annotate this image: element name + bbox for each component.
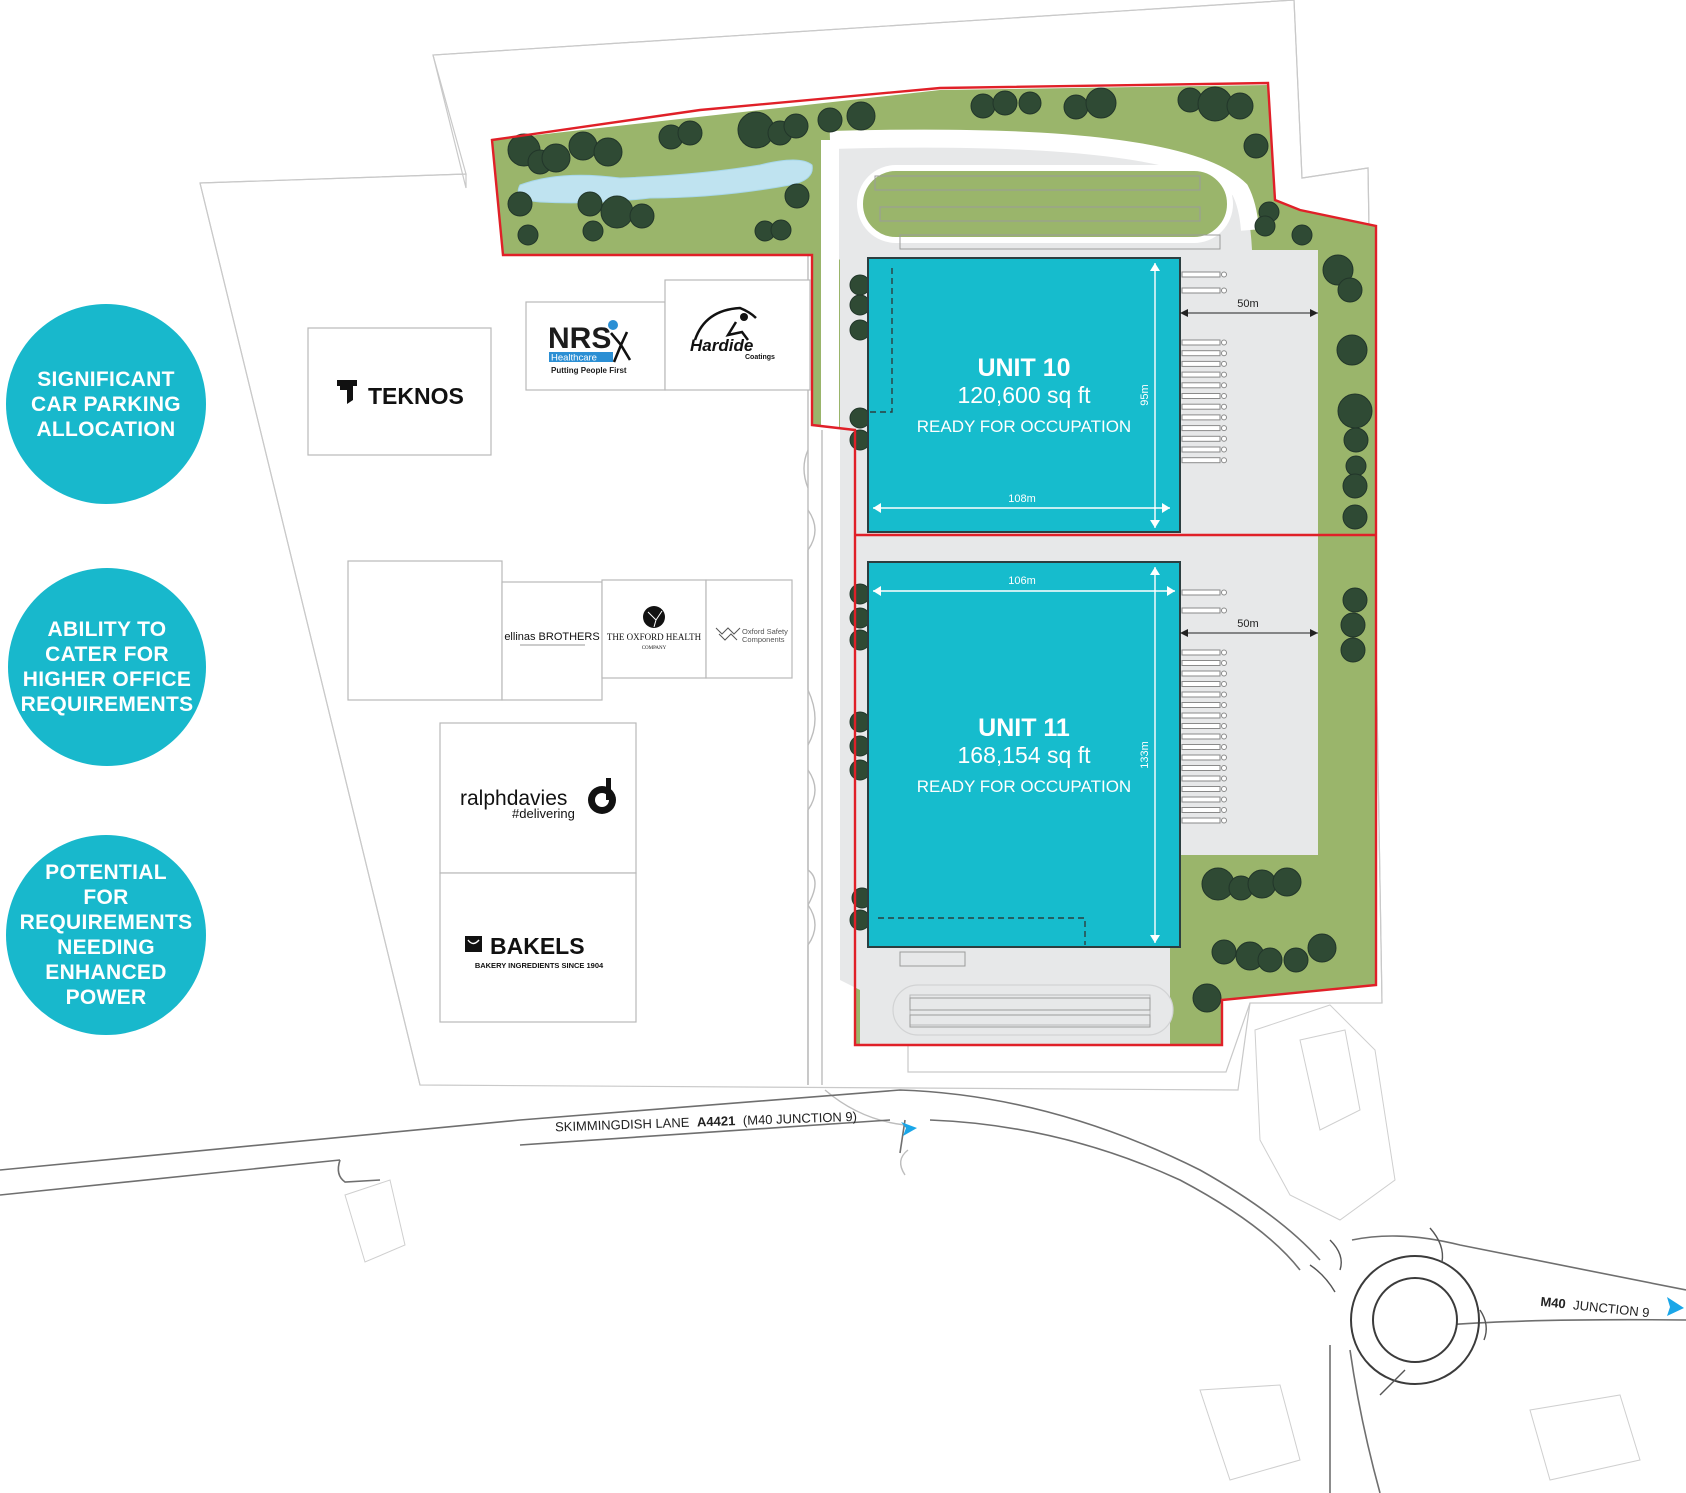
nrs-name: NRS [548, 322, 611, 355]
m40-direction-arrow [1667, 1297, 1684, 1316]
teknos-logo: TEKNOS [337, 380, 464, 409]
unit-10-depth: 95m [1139, 384, 1151, 405]
unit-10-building [867, 257, 1181, 533]
bakels-logo: BAKELS BAKERY INGREDIENTS SINCE 1904 [465, 933, 604, 970]
unit-11-yard-dimension [1180, 629, 1318, 637]
ellinas-name: ellinas BROTHERS [504, 631, 599, 643]
unit-11-width: 106m [1008, 575, 1036, 587]
bakels-name: BAKELS [490, 933, 585, 959]
svg-text:M40 JUNCTION 9: M40 JUNCTION 9 [1540, 1294, 1650, 1320]
oxford-safety-logo: Oxford Safety Components [715, 627, 788, 644]
feature-car-parking: SIGNIFICANT CAR PARKING ALLOCATION [6, 304, 206, 504]
unit-10-yard-dimension [1180, 309, 1318, 317]
nrs-tagline: Putting People First [551, 366, 627, 375]
lane-suffix: (M40 JUNCTION 9) [743, 1109, 858, 1128]
oxford-health-name: THE OXFORD HEALTH [607, 632, 702, 642]
unit-10-area: 120,600 sq ft [958, 382, 1092, 408]
oxford-safety-name: Oxford Safety [742, 627, 788, 636]
bakels-tagline: BAKERY INGREDIENTS SINCE 1904 [475, 961, 604, 970]
unit-10-status: READY FOR OCCUPATION [917, 417, 1131, 436]
lane-code: A4421 [697, 1113, 736, 1129]
skimmingdish-lane-label: SKIMMINGDISH LANE A4421 (M40 JUNCTION 9) [555, 1109, 857, 1135]
lane-name: SKIMMINGDISH LANE [555, 1115, 690, 1135]
lane-direction-arrow [901, 1122, 917, 1136]
m40-junction-label: M40 JUNCTION 9 [1540, 1294, 1650, 1320]
hardide-logo: Hardide Coatings [690, 306, 775, 361]
nrs-sub: Healthcare [551, 353, 597, 364]
nrs-healthcare-logo: NRS Healthcare Putting People First [548, 320, 632, 375]
roundabout [1309, 1227, 1487, 1396]
ellinas-brothers-logo: ellinas BROTHERS [504, 631, 600, 646]
teknos-name: TEKNOS [368, 383, 464, 409]
m40-name: M40 [1540, 1294, 1567, 1312]
feature-enhanced-power: POTENTIAL FOR REQUIREMENTS NEEDING ENHAN… [6, 835, 206, 1035]
unit-11-yard-depth: 50m [1237, 618, 1258, 630]
ralphdavies-logo: ralphdavies #delivering [460, 778, 616, 821]
loading-docks [1181, 271, 1227, 824]
occupier-plots [307, 279, 811, 1023]
oxford-safety-sub: Components [742, 635, 785, 644]
neighbouring-buildings [344, 1004, 1641, 1481]
unit-10-name: UNIT 10 [977, 354, 1070, 382]
unit-11-building [867, 561, 1181, 948]
oxford-health-logo: THE OXFORD HEALTH COMPANY [607, 606, 702, 651]
unit-10-width: 108m [1008, 493, 1036, 505]
ralph-tag: #delivering [512, 806, 575, 821]
hardide-name: Hardide [690, 336, 753, 355]
unit-11-name: UNIT 11 [978, 714, 1070, 742]
unit-10-yard-depth: 50m [1237, 298, 1258, 310]
unit-11-area: 168,154 sq ft [958, 742, 1092, 768]
unit-11-status: READY FOR OCCUPATION [917, 777, 1131, 796]
site-boundary [490, 81, 1378, 1047]
oxford-health-sub: COMPANY [642, 646, 667, 651]
parking-bays [874, 175, 1221, 1028]
ralph-name: ralphdavies [460, 787, 567, 810]
feature-office-requirements: ABILITY TO CATER FOR HIGHER OFFICE REQUI… [8, 568, 206, 766]
svg-text:SKIMMINGDISH LANE A4421: SKIMMINGDISH LANE A4421 (M40 JUNCTION 9) [555, 1109, 857, 1135]
unit-11-depth: 133m [1139, 741, 1151, 769]
m40-suffix: JUNCTION 9 [1572, 1297, 1650, 1320]
hardide-sub: Coatings [745, 354, 775, 361]
main-road [0, 1089, 1686, 1493]
